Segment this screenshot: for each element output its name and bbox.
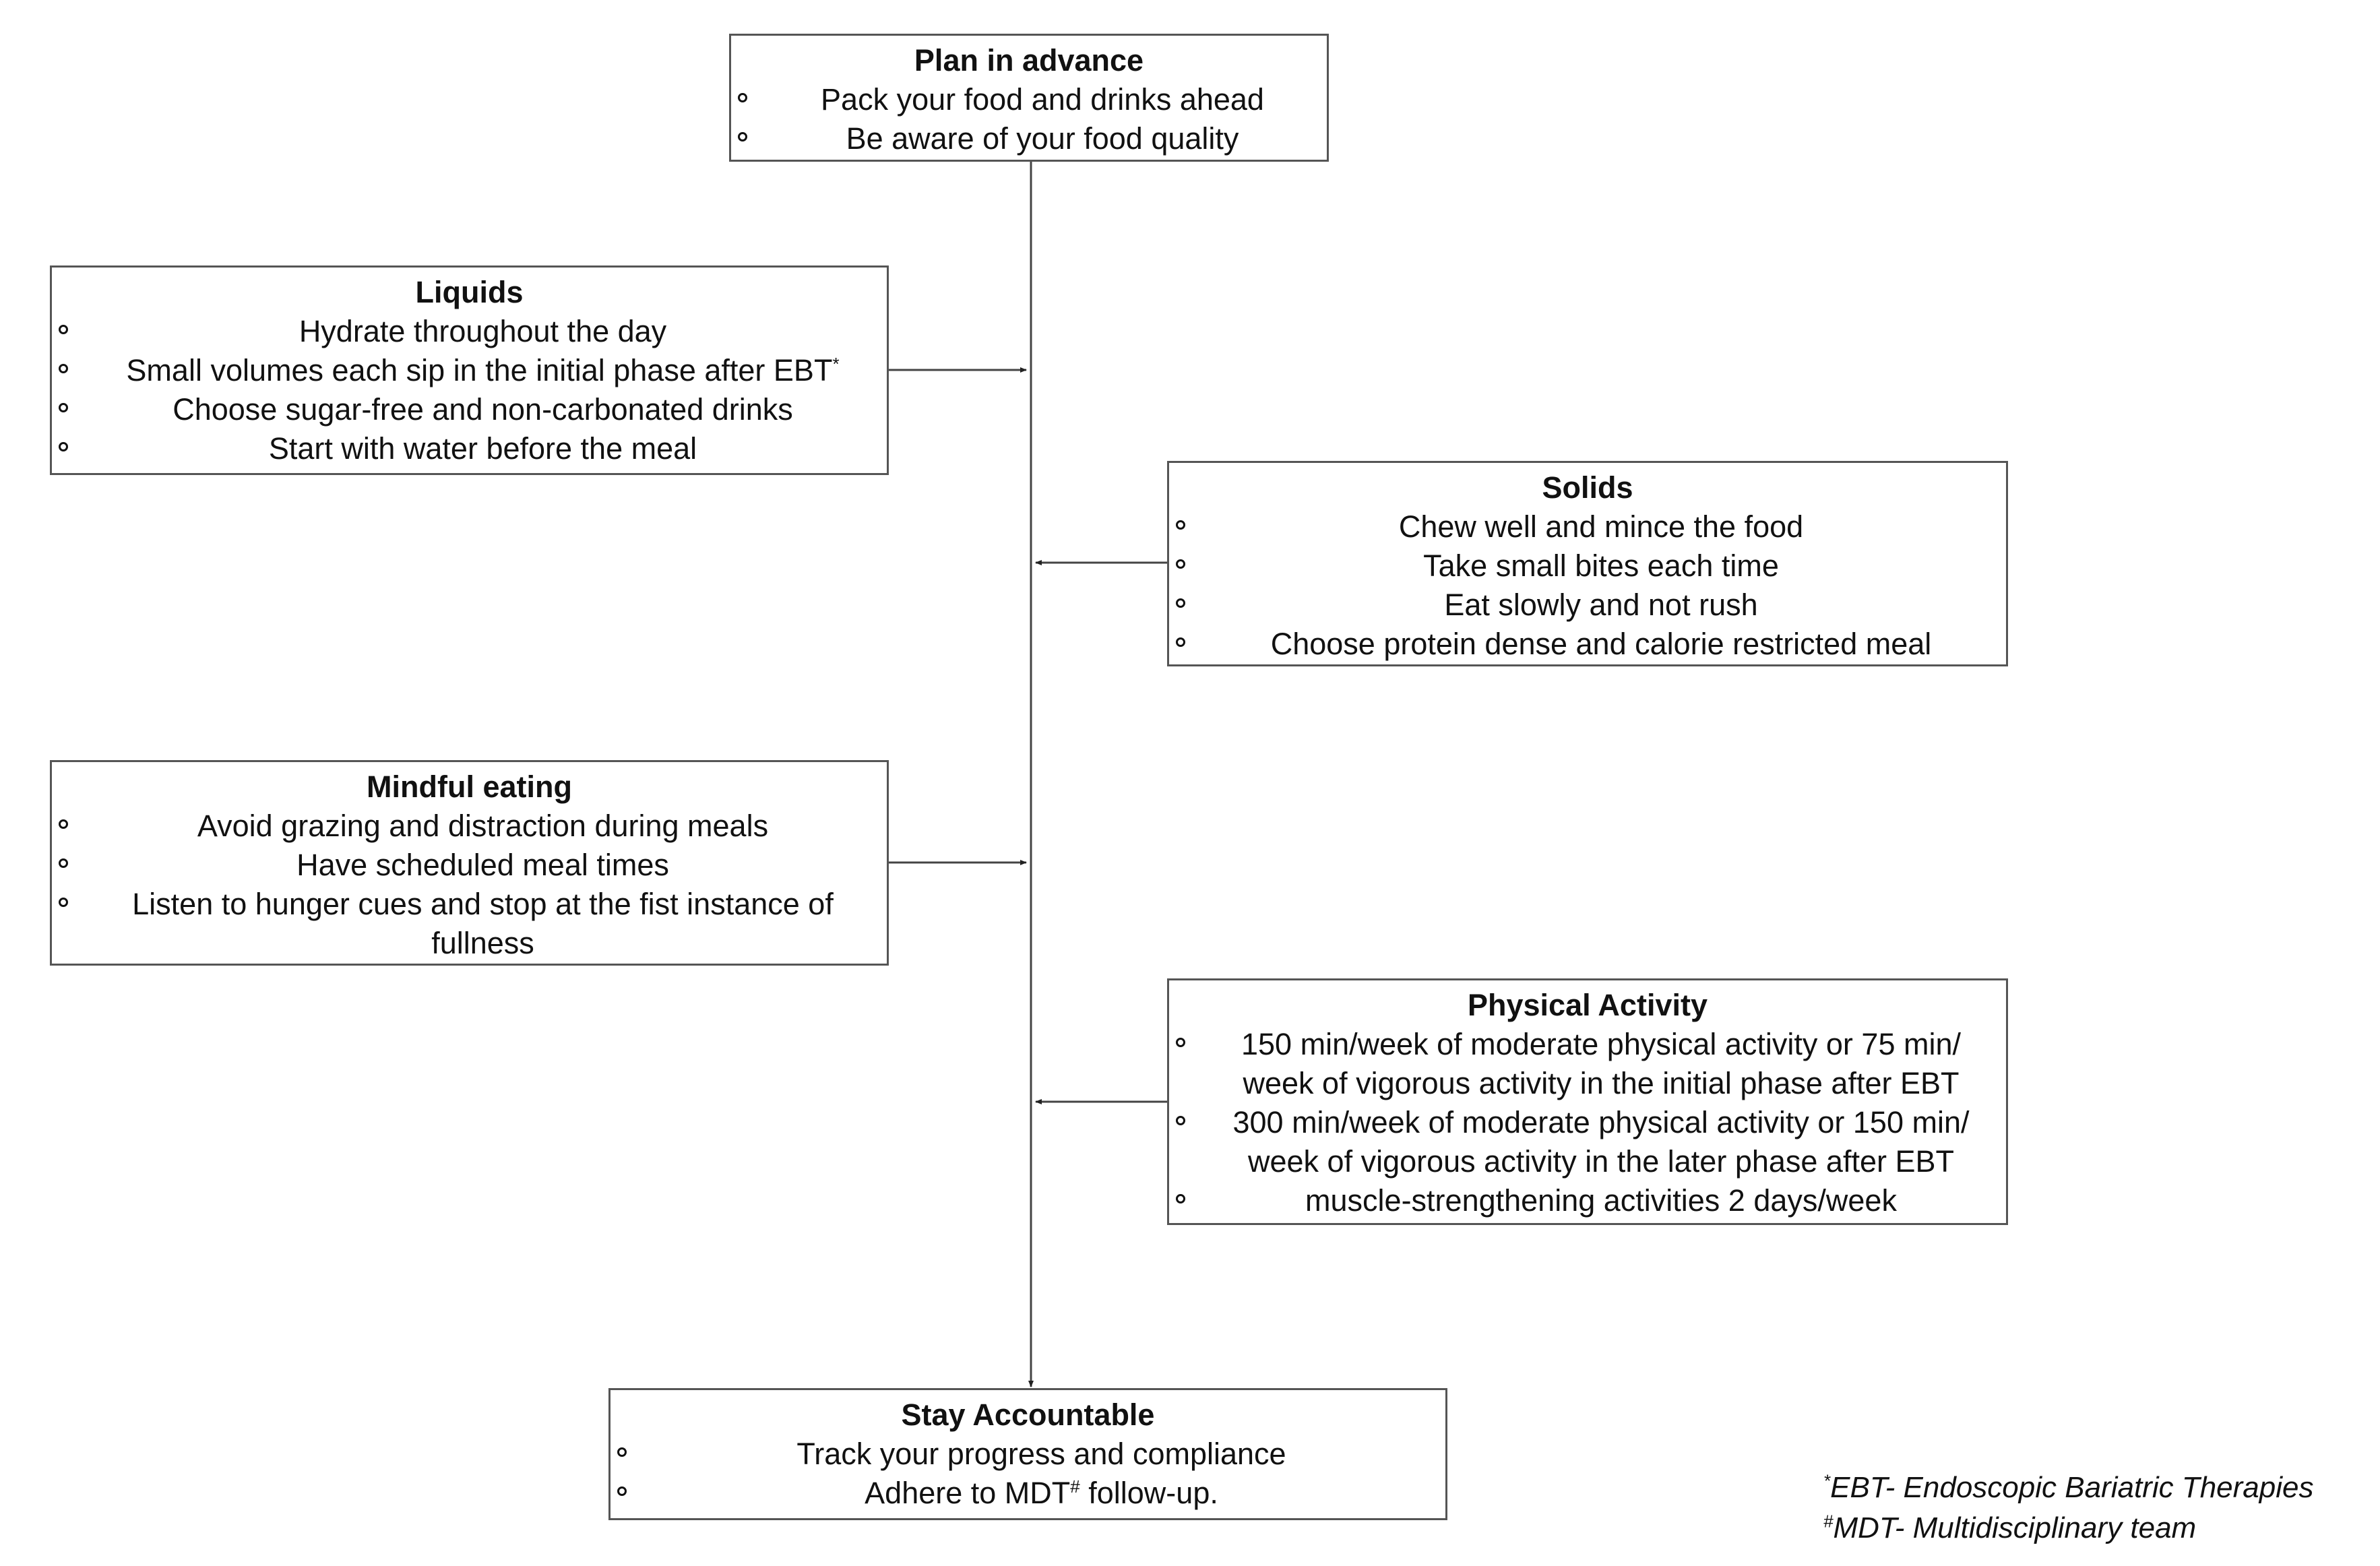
- bullet-icon: [617, 1486, 627, 1496]
- bullet-icon: [59, 898, 68, 907]
- plan-in-advance-title: Plan in advance: [914, 43, 1144, 77]
- footnote-marker: #: [1070, 1476, 1080, 1497]
- list-item: Start with water before the meal: [59, 429, 880, 468]
- footnote-marker: *: [1823, 1470, 1831, 1491]
- plan-in-advance-list: Pack your food and drinks ahead Be aware…: [738, 80, 1320, 158]
- solids-title: Solids: [1542, 470, 1633, 505]
- list-item: Chew well and mince the food: [1176, 507, 1999, 546]
- item-text: Track your progress and compliance: [796, 1437, 1286, 1471]
- list-item: Choose sugar-free and non-carbonated dri…: [59, 390, 880, 429]
- list-item: Take small bites each time: [1176, 546, 1999, 586]
- list-item: Eat slowly and not rush: [1176, 586, 1999, 625]
- stay-accountable-title: Stay Accountable: [901, 1398, 1155, 1432]
- physical-activity-title: Physical Activity: [1467, 988, 1708, 1022]
- item-text: Hydrate throughout the day: [299, 314, 667, 348]
- mindful-eating-list: Avoid grazing and distraction during mea…: [59, 807, 880, 963]
- footnotes: *EBT- Endoscopic Bariatric Therapies #MD…: [1823, 1468, 2314, 1548]
- bullet-icon: [59, 403, 68, 412]
- liquids-box: Liquids Hydrate throughout the day Small…: [50, 265, 889, 475]
- list-item: Adhere to MDT# follow-up.: [617, 1474, 1439, 1513]
- bullet-icon: [1176, 637, 1185, 647]
- list-item: Pack your food and drinks ahead: [738, 80, 1320, 119]
- item-text: Start with water before the meal: [268, 431, 697, 466]
- bullet-icon: [617, 1447, 627, 1457]
- liquids-title: Liquids: [415, 275, 524, 309]
- item-text: Choose protein dense and calorie restric…: [1270, 627, 1932, 661]
- solids-box: Solids Chew well and mince the food Take…: [1167, 461, 2008, 666]
- list-item: muscle-strengthening activities 2 days/w…: [1176, 1181, 1999, 1220]
- list-item: Avoid grazing and distraction during mea…: [59, 807, 880, 846]
- bullet-icon: [1176, 1038, 1185, 1047]
- footnote-ebt: *EBT- Endoscopic Bariatric Therapies: [1823, 1468, 2314, 1508]
- list-item: Choose protein dense and calorie restric…: [1176, 625, 1999, 664]
- item-text: 150 min/week of moderate physical activi…: [1241, 1027, 1961, 1100]
- liquids-list: Hydrate throughout the day Small volumes…: [59, 312, 880, 468]
- bullet-icon: [59, 325, 68, 334]
- item-text: Choose sugar-free and non-carbonated dri…: [173, 392, 793, 427]
- item-text: Have scheduled meal times: [296, 848, 669, 882]
- item-text: Small volumes each sip in the initial ph…: [126, 353, 833, 387]
- list-item: 300 min/week of moderate physical activi…: [1176, 1103, 1999, 1181]
- item-text: Be aware of your food quality: [846, 121, 1239, 156]
- item-text: Pack your food and drinks ahead: [821, 82, 1264, 117]
- stay-accountable-list: Track your progress and compliance Adher…: [617, 1435, 1439, 1513]
- footnote-text: MDT- Multidisciplinary team: [1833, 1511, 2197, 1544]
- plan-in-advance-box: Plan in advance Pack your food and drink…: [729, 34, 1329, 162]
- footnote-text: EBT- Endoscopic Bariatric Therapies: [1830, 1471, 2314, 1504]
- bullet-icon: [738, 132, 747, 142]
- bullet-icon: [1176, 520, 1185, 530]
- mindful-eating-box: Mindful eating Avoid grazing and distrac…: [50, 760, 889, 966]
- item-text: 300 min/week of moderate physical activi…: [1232, 1105, 1970, 1179]
- list-item: Be aware of your food quality: [738, 119, 1320, 158]
- list-item: 150 min/week of moderate physical activi…: [1176, 1025, 1999, 1103]
- footnote-mdt: #MDT- Multidisciplinary team: [1823, 1508, 2314, 1548]
- bullet-icon: [1176, 598, 1185, 608]
- footnote-marker: *: [832, 354, 840, 374]
- list-item: Hydrate throughout the day: [59, 312, 880, 351]
- item-text-post: follow-up.: [1079, 1476, 1218, 1510]
- mindful-eating-title: Mindful eating: [367, 770, 572, 804]
- item-text-pre: Adhere to MDT: [865, 1476, 1071, 1510]
- footnote-marker: #: [1823, 1511, 1834, 1532]
- item-text: muscle-strengthening activities 2 days/w…: [1305, 1183, 1897, 1218]
- bullet-icon: [738, 93, 747, 102]
- item-text: Chew well and mince the food: [1398, 509, 1804, 544]
- physical-activity-list: 150 min/week of moderate physical activi…: [1176, 1025, 1999, 1220]
- list-item: Listen to hunger cues and stop at the fi…: [59, 885, 880, 963]
- bullet-icon: [1176, 1194, 1185, 1203]
- item-text: Avoid grazing and distraction during mea…: [197, 809, 769, 843]
- list-item: Small volumes each sip in the initial ph…: [59, 351, 880, 390]
- item-text: Take small bites each time: [1423, 549, 1779, 583]
- bullet-icon: [59, 858, 68, 868]
- stay-accountable-box: Stay Accountable Track your progress and…: [608, 1388, 1447, 1520]
- solids-list: Chew well and mince the food Take small …: [1176, 507, 1999, 664]
- bullet-icon: [59, 819, 68, 829]
- list-item: Track your progress and compliance: [617, 1435, 1439, 1474]
- physical-activity-box: Physical Activity 150 min/week of modera…: [1167, 978, 2008, 1225]
- item-text: Listen to hunger cues and stop at the fi…: [132, 887, 834, 960]
- bullet-icon: [59, 364, 68, 373]
- bullet-icon: [1176, 559, 1185, 569]
- item-text: Eat slowly and not rush: [1444, 588, 1758, 622]
- bullet-icon: [59, 442, 68, 451]
- list-item: Have scheduled meal times: [59, 846, 880, 885]
- bullet-icon: [1176, 1116, 1185, 1125]
